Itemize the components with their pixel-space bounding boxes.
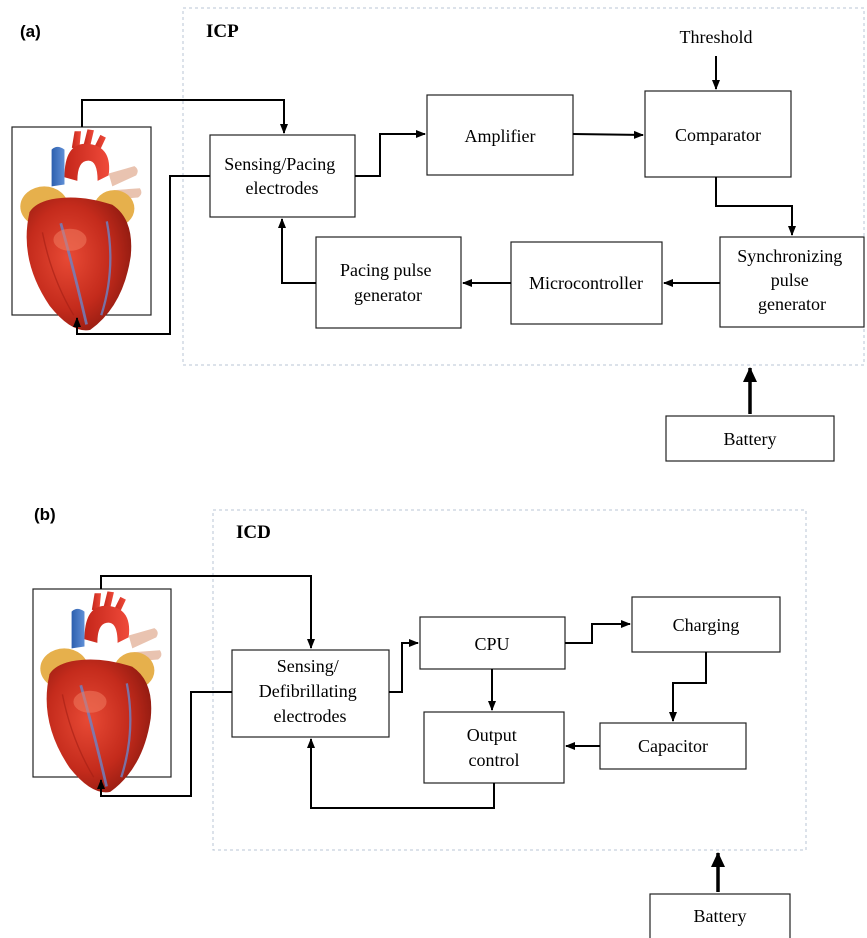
cpu-label: CPU [474,634,509,654]
synchronizing-pulse-generator-box: Synchronizing pulse generator [719,236,865,328]
sensing-pacing-label: Sensing/Pacing electrodes [224,154,340,198]
amplifier-box: Amplifier [426,94,574,176]
comparator-to-sync-wire [715,177,796,236]
icp-title: ICP [206,21,239,42]
pacing-to-sensing-wire [278,218,316,284]
microcontroller-label: Microcontroller [529,273,643,293]
sensing-to-amplifier-wire [355,130,426,177]
sensing-to-cpu-wire [389,639,419,693]
panel-a-tag: (a) [20,22,41,41]
output-control-box: Output control [423,711,565,784]
comparator-box: Comparator [644,90,792,178]
icd-title: ICD [236,522,271,543]
heart-image-a [11,126,152,332]
charging-box: Charging [631,596,781,653]
heart-to-sensing-wire [81,99,288,134]
amplifier-label: Amplifier [465,126,536,146]
panel-b-tag: (b) [34,505,56,524]
amplifier-to-comparator-wire [572,130,644,139]
sensing-b-to-heart-wire [97,691,232,797]
output-to-sensing-wire [307,738,495,809]
icp-frame [182,7,865,366]
charging-label: Charging [673,615,740,635]
panel-a: (a) ICP Sensing/Pacing electrodes Amplif… [11,7,865,462]
heart-image-b [32,588,172,794]
battery-label-a: Battery [724,429,777,449]
battery-box-b: Battery [649,893,791,938]
battery-box-a: Battery [665,415,835,462]
synchronizing-label: Synchronizing pulse generator [737,246,847,314]
pacing-pulse-generator-box: Pacing pulse generator [315,236,462,329]
cpu-to-charging-wire [565,620,631,644]
microcontroller-box: Microcontroller [510,241,663,325]
output-control-label: Output control [467,725,522,770]
sensing-defibrillating-electrodes-box: Sensing/ Defibrillating electrodes [231,649,390,738]
comparator-label: Comparator [675,125,761,145]
sensing-defibrillating-label: Sensing/ Defibrillating electrodes [259,656,361,726]
charging-to-capacitor-wire [669,652,707,722]
pacing-pulse-label: Pacing pulse generator [340,260,436,305]
capacitor-box: Capacitor [599,722,747,770]
sensing-pacing-electrodes-box: Sensing/Pacing electrodes [209,134,356,218]
threshold-label: Threshold [680,27,753,47]
capacitor-label: Capacitor [638,736,708,756]
panel-b: (b) ICD Sensing/ Defibrillating electrod… [32,505,807,938]
sensing-to-heart-wire [73,175,210,335]
heart-to-sensing-b-wire [100,575,315,649]
cpu-box: CPU [419,616,566,670]
battery-label-b: Battery [694,906,747,926]
icd-frame [212,509,807,851]
